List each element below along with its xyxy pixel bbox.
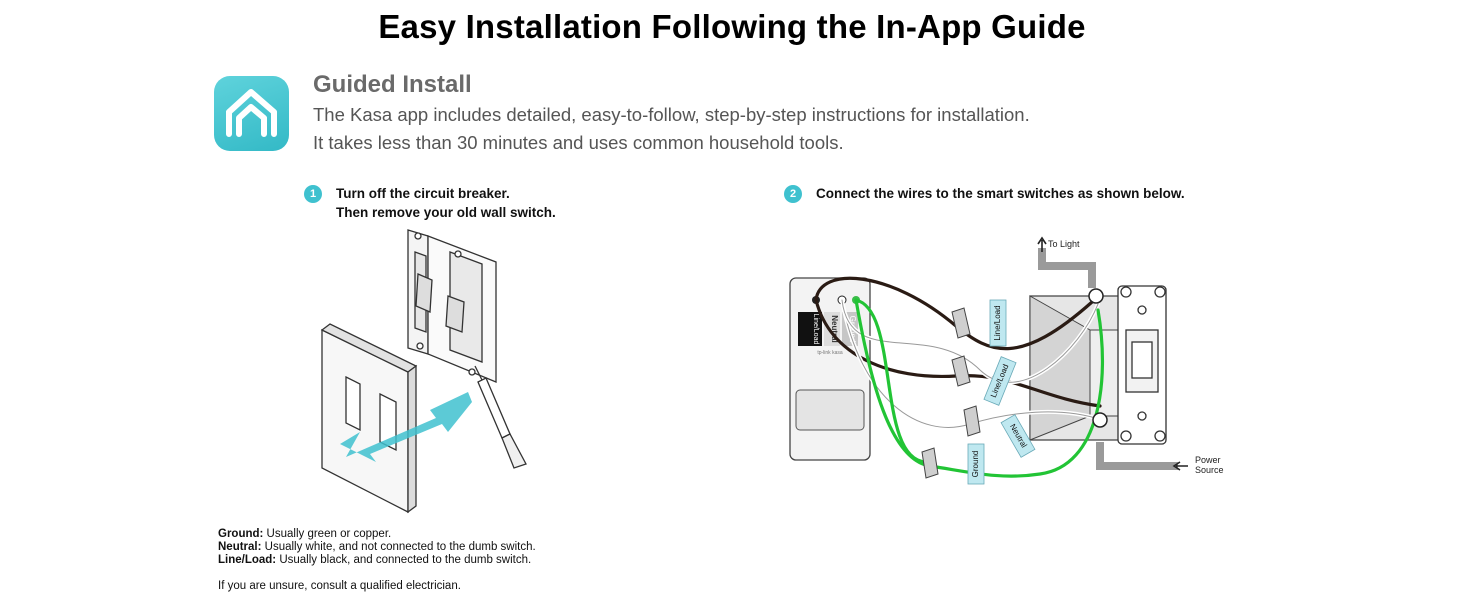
step-1-line-2: Then remove your old wall switch. [336, 205, 556, 220]
note-ground-label: Ground: [218, 528, 264, 540]
power-source-text-1: Power [1195, 455, 1221, 465]
wire-nuts [921, 307, 981, 479]
kasa-app-icon [214, 76, 289, 151]
note-unsure: If you are unsure, consult a qualified e… [218, 580, 461, 592]
old-wall-switch [407, 229, 497, 383]
step-1: 1 Turn off the circuit breaker. Then rem… [304, 184, 556, 222]
power-source-label: Power Source [1172, 455, 1224, 475]
step-2-line-1: Connect the wires to the smart switches … [816, 186, 1185, 201]
guided-install-desc-1: The Kasa app includes detailed, easy-to-… [313, 104, 1030, 125]
remove-switch-illustration [320, 229, 527, 514]
guided-install-title: Guided Install [313, 71, 472, 98]
note-lineload: Line/Load: Usually black, and connected … [218, 554, 536, 567]
tag-ground: Ground [971, 451, 980, 478]
step-2: 2 Connect the wires to the smart switche… [784, 184, 1185, 203]
wire-notes: Ground: Usually green or copper. Neutral… [218, 528, 536, 593]
step-number-badge: 1 [304, 185, 322, 203]
switch-terminal-top [1088, 288, 1104, 304]
power-conduit [1096, 442, 1178, 470]
note-neutral-text: Usually white, and not connected to the … [261, 541, 536, 553]
page-title: Easy Installation Following the In-App G… [378, 8, 1086, 45]
device-lineload-label: Line/Load [812, 314, 819, 345]
removal-arrow [340, 392, 472, 462]
note-lineload-text: Usually black, and connected to the dumb… [276, 554, 532, 566]
screwdriver-icon [474, 365, 527, 469]
note-neutral: Neutral: Usually white, and not connecte… [218, 541, 536, 554]
note-lineload-label: Line/Load: [218, 554, 277, 566]
step-number-badge: 2 [784, 185, 802, 203]
tag-lineload-1: Line/Load [993, 305, 1002, 340]
switch-terminal-bottom [1092, 412, 1108, 428]
cover-plate [320, 323, 418, 514]
dumb-switch [1117, 285, 1167, 445]
power-source-text-2: Source [1195, 465, 1224, 475]
wiring-diagram: Line/Load Neutral Ground tp-link kasa Li… [789, 236, 1224, 485]
note-ground: Ground: Usually green or copper. [218, 528, 536, 541]
wire-tags: Line/Load Line/Load Neutral Ground [967, 299, 1036, 485]
to-light-label: To Light [1037, 236, 1080, 252]
device-neutral-label: Neutral [830, 315, 839, 343]
note-neutral-label: Neutral: [218, 541, 262, 553]
to-light-text: To Light [1048, 239, 1080, 249]
house-icon [226, 89, 277, 137]
guided-install-desc-2: It takes less than 30 minutes and uses c… [313, 132, 844, 153]
to-light-conduit [1038, 248, 1096, 288]
step-1-line-1: Turn off the circuit breaker. [336, 186, 510, 201]
device-brand-label: tp-link kasa [817, 350, 843, 356]
note-ground-text: Usually green or copper. [263, 528, 392, 540]
